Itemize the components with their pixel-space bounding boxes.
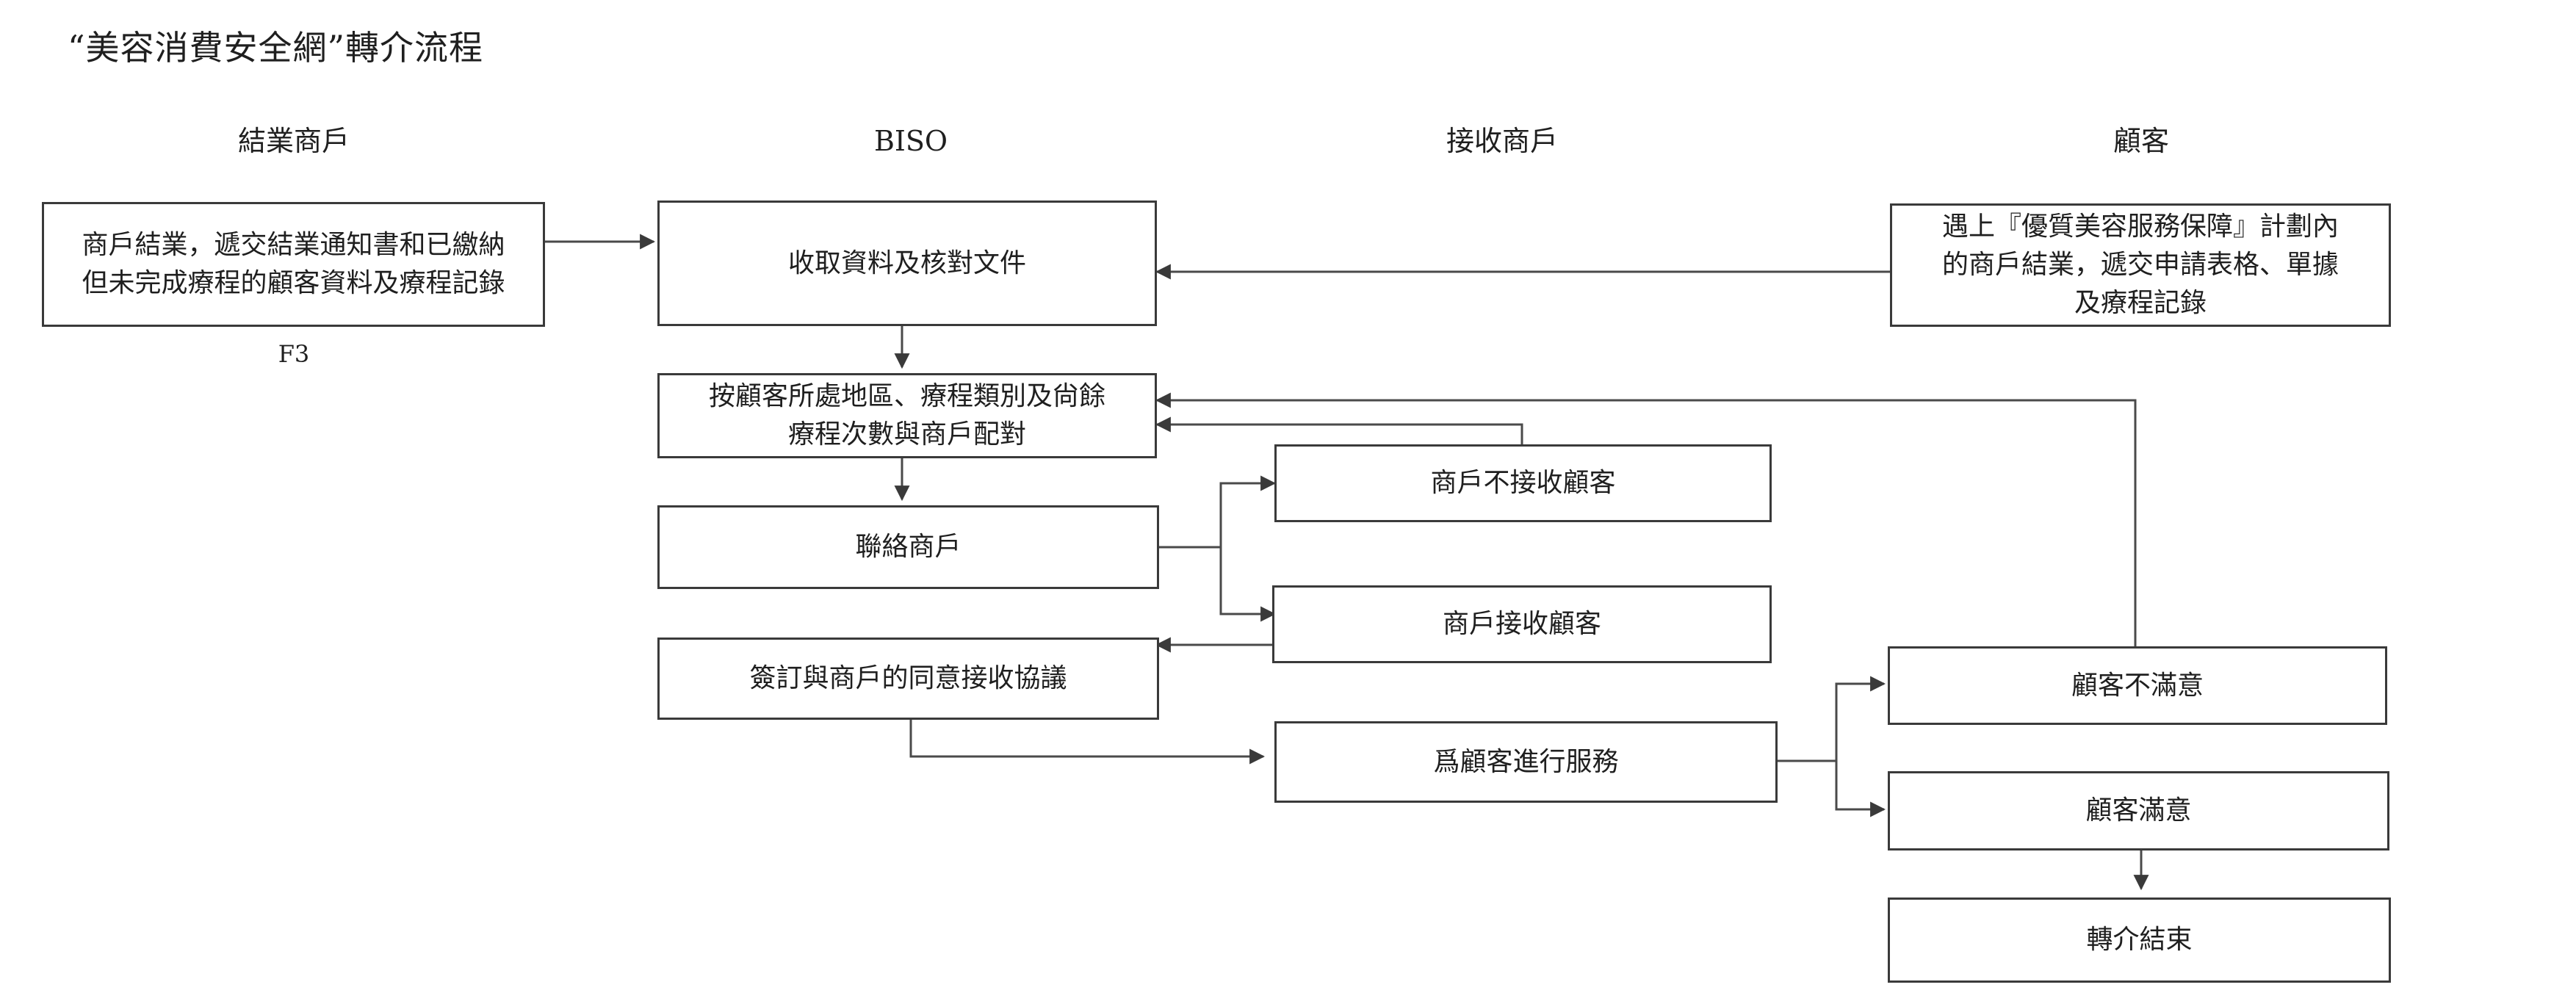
collect-documents-text: 收取資料及核對文件 [787,248,1026,278]
customer-unsatisfied-text: 顧客不滿意 [2071,670,2204,701]
customer-satisfied-text: 顧客滿意 [2085,795,2192,826]
match-merchant-box: 按顧客所處地區、療程類別及尙餘 療程次數與商戶配對 [657,373,1157,458]
merchant-closure-text: 商戶結業，遞交結業通知書和已繳納 但未完成療程的顧客資料及療程記錄 [82,230,505,298]
contact-merchant-text: 聯絡商戶 [855,532,962,562]
arrow-contact-to-accept [1219,547,1277,622]
merchant-reject-text: 商戶不接收顧客 [1430,468,1616,498]
merchant-accept-box: 商戶接收顧客 [1272,585,1772,663]
merchant-accept-text: 商戶接收顧客 [1442,609,1601,639]
customer-submission-text: 遇上『優質美容服務保障』計劃內 的商戶結業，遞交申請表格、單據 及療程記錄 [1941,212,2339,318]
column-header-merchant-closing: 結業商戶 [237,125,350,157]
arrow-sign-to-service [909,720,1266,765]
customer-satisfied-box: 顧客滿意 [1888,771,2389,850]
page-title: “美容消費安全網”轉介流程 [68,28,484,68]
referral-end-text: 轉介結束 [2086,925,2193,955]
form-code-label: F3 [278,340,310,368]
arrow-contact-to-reject [1159,475,1277,549]
match-merchant-text: 按顧客所處地區、療程類別及尙餘 療程次數與商戶配對 [708,381,1105,449]
sign-agreement-text: 簽訂與商戶的同意接收協議 [749,663,1067,693]
customer-unsatisfied-box: 顧客不滿意 [1888,646,2387,725]
arrow-service-to-unsatisfied [1778,676,1886,762]
collect-documents-box: 收取資料及核對文件 [657,201,1157,326]
merchant-closure-box: 商戶結業，遞交結業通知書和已繳納 但未完成療程的顧客資料及療程記錄 [42,202,545,327]
provide-service-box: 爲顧客進行服務 [1274,721,1778,803]
referral-end-box: 轉介結束 [1888,898,2391,983]
provide-service-text: 爲顧客進行服務 [1433,746,1619,777]
customer-submission-box: 遇上『優質美容服務保障』計劃內 的商戶結業，遞交申請表格、單據 及療程記錄 [1890,203,2391,327]
arrow-reject-back-to-match [1155,416,1523,444]
merchant-reject-box: 商戶不接收顧客 [1274,444,1772,522]
column-header-customer: 顧客 [2113,125,2169,157]
arrow-service-to-satisfied [1835,761,1886,817]
contact-merchant-box: 聯絡商戶 [657,505,1159,589]
column-header-receiving-merchant: 接收商戶 [1446,125,1558,157]
sign-agreement-box: 簽訂與商戶的同意接收協議 [657,638,1159,720]
column-header-biso: BISO [873,125,948,157]
